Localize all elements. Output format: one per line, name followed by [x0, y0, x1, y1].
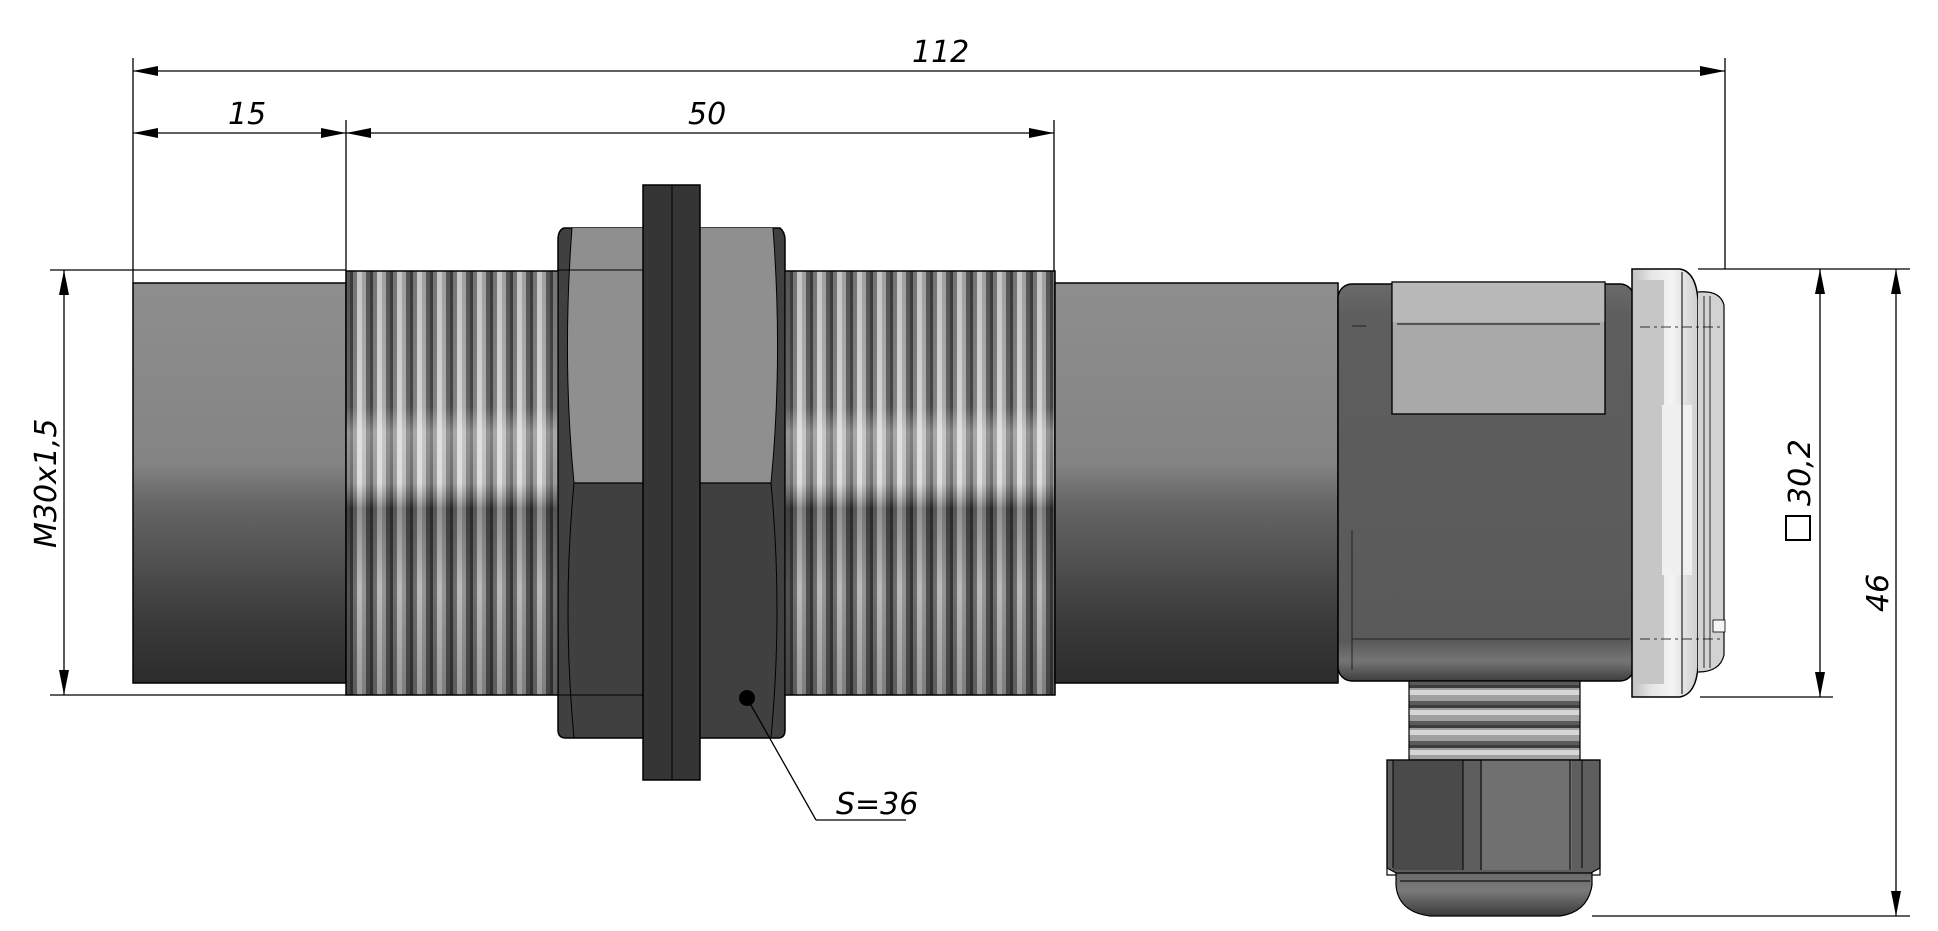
- cable-gland: [1386, 680, 1601, 917]
- dim-thread-length: 50: [688, 97, 726, 132]
- square-symbol-icon: [1785, 515, 1811, 541]
- washer: [642, 184, 701, 781]
- dim-front-length: 15: [228, 97, 266, 132]
- dimension-lines: [50, 58, 1910, 917]
- leader-dot: [739, 690, 755, 706]
- svg-text:30,2: 30,2: [1783, 439, 1818, 506]
- dim-nut-size: S=36: [836, 787, 918, 822]
- dim-overall-height: 46: [1861, 574, 1896, 612]
- dimension-arrows: [59, 66, 1901, 916]
- front-cylinder: [132, 282, 347, 684]
- dim-thread-spec: M30x1,5: [29, 418, 64, 548]
- dim-overall-length: 112: [912, 35, 969, 70]
- connector-housing: [1337, 281, 1635, 682]
- end-cap: [1631, 268, 1726, 698]
- dim-housing-square: 30,2: [1783, 439, 1818, 541]
- rear-cylinder: [1054, 282, 1339, 684]
